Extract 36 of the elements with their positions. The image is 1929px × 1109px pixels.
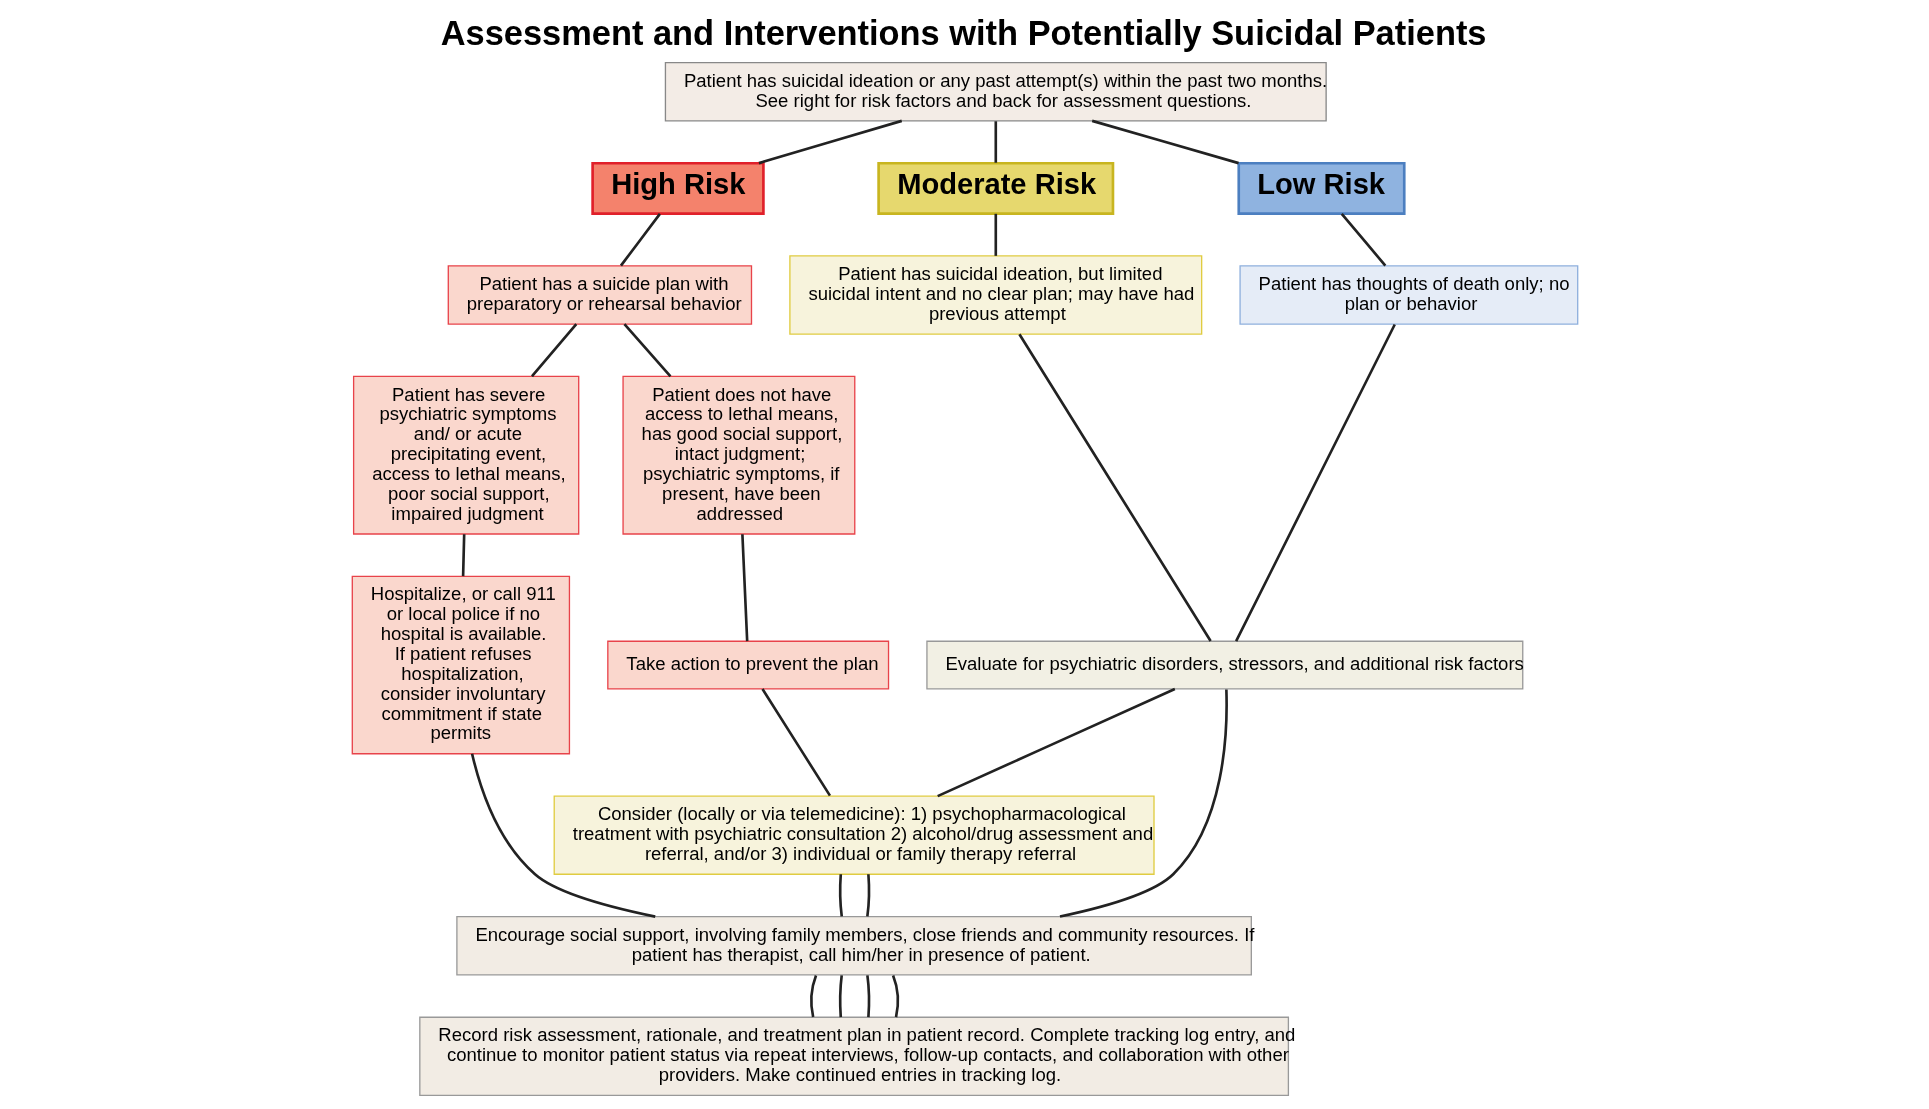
connector <box>470 753 656 918</box>
node-box: Moderate Risk <box>876 161 1114 215</box>
connector <box>993 213 997 256</box>
node-box: Low Risk <box>1236 161 1406 215</box>
connector <box>461 534 465 577</box>
connector <box>936 687 1175 798</box>
diagram-title: Assessment and Interventions with Potentially Suicidal Patients <box>440 14 1487 53</box>
connector <box>530 323 577 378</box>
connector <box>993 121 997 163</box>
connector <box>740 534 748 642</box>
node-box: Patient has suicidal ideation, but limited suicidal intent and no clear plan; may have had previous attempt <box>788 255 1202 335</box>
connector <box>891 974 899 1018</box>
connector <box>809 975 817 1018</box>
connector <box>1340 213 1386 267</box>
connector <box>758 119 902 165</box>
connector <box>865 874 870 917</box>
connector <box>622 323 671 378</box>
connector <box>1059 689 1228 918</box>
connector <box>838 874 843 917</box>
node-box: Patient does not have access to lethal means, has good social support, intact judgment; psychiatric symptoms, if present, have been addressed <box>621 375 855 535</box>
node-box: Consider (locally or via telemedicine): 1) psychopharmacological treatment with psychiatric consultation 2) alcohol/drug assessment and referral, and/or 3) individual or family therapy referral <box>553 795 1155 875</box>
node-box: Patient has thoughts of death only; no plan or behavior <box>1238 265 1578 325</box>
connector <box>760 688 831 797</box>
connector <box>865 975 870 1018</box>
node-box: Patient has a suicide plan with preparatory or rehearsal behavior <box>447 265 752 325</box>
node-box: Evaluate for psychiatric disorders, stressors, and additional risk factors <box>925 640 1523 690</box>
connector <box>1017 333 1212 642</box>
connector <box>1091 119 1239 165</box>
node-box: Patient has severe psychiatric symptoms and/ or acute precipitating event, access to lethal means, poor social support, impaired judgment <box>352 375 579 535</box>
connector <box>838 975 843 1018</box>
node-box: High Risk <box>590 161 765 215</box>
node-box: Patient has suicidal ideation or any past attempt(s) within the past two months. See right for risk factors and back for assessment questions. <box>664 61 1327 122</box>
connector <box>619 213 661 267</box>
node-box: Hospitalize, or call 911 or local police if no hospital is available. If patient refuses hospitalization, consider involuntary commitment if state permits <box>351 575 570 755</box>
connector <box>1234 323 1396 642</box>
node-box: Take action to prevent the plan <box>606 640 889 690</box>
